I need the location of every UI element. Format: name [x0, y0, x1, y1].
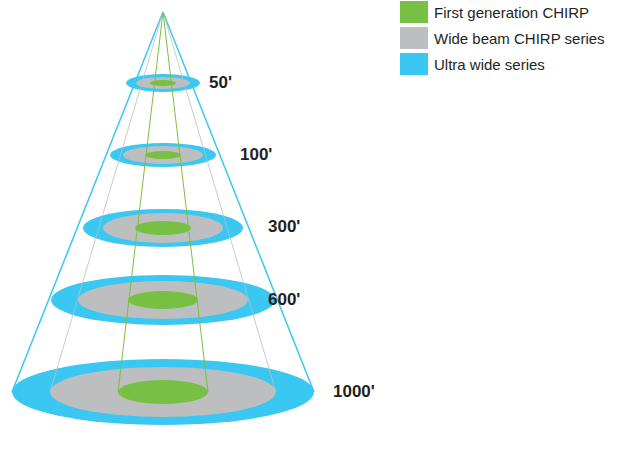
depth-label: 100': [240, 146, 272, 163]
legend-row: Wide beam CHIRP series: [400, 27, 605, 49]
beam-disc: [110, 143, 216, 167]
first-gen-discs: [118, 80, 208, 404]
cone-edge: [118, 12, 163, 392]
beam-disc: [83, 209, 243, 247]
cone-edge: [163, 12, 314, 392]
depth-label: 1000': [333, 383, 375, 400]
depth-label: 50': [209, 74, 232, 91]
cone-edge: [163, 12, 208, 392]
legend-text: First generation CHIRP: [434, 4, 589, 21]
cone-edge: [163, 12, 276, 392]
legend-text: Wide beam CHIRP series: [434, 30, 605, 47]
cone-edge: [12, 12, 163, 392]
legend-row: Ultra wide series: [400, 53, 545, 75]
beam-disc: [12, 359, 314, 425]
ultra-wide-discs: [12, 74, 314, 425]
beam-disc: [118, 380, 208, 404]
depth-label: 600': [268, 291, 300, 308]
legend-swatch: [400, 53, 428, 75]
legend-text: Ultra wide series: [434, 56, 545, 73]
cone-lines: [12, 12, 314, 392]
depth-label: 300': [268, 218, 300, 235]
beam-disc: [51, 275, 275, 325]
beam-disc: [78, 281, 248, 319]
beam-disc: [136, 77, 190, 89]
wide-beam-discs: [50, 77, 276, 417]
beam-disc: [50, 367, 276, 417]
legend-row: First generation CHIRP: [400, 1, 589, 23]
beam-disc: [103, 213, 223, 243]
beam-disc: [145, 151, 181, 159]
beam-disc: [128, 291, 198, 309]
legend-swatch: [400, 27, 428, 49]
beam-disc: [135, 221, 191, 235]
beam-disc: [123, 146, 203, 164]
cone-edge: [50, 12, 163, 392]
legend-swatch: [400, 1, 428, 23]
